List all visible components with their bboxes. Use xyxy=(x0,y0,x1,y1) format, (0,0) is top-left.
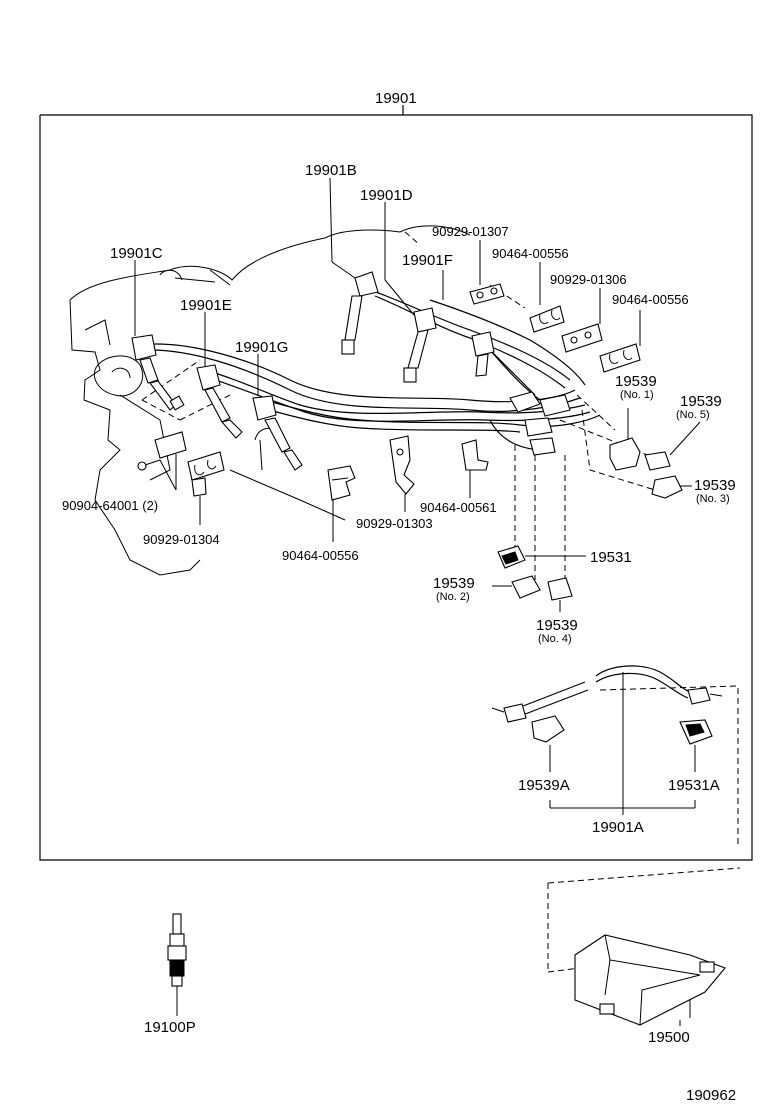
clamp-90929-01306 xyxy=(561,323,603,353)
label-19901a: 19901A xyxy=(592,819,644,836)
clamp-90464-00556-a xyxy=(529,305,565,333)
label-19100p: 19100P xyxy=(144,1019,196,1036)
label-19539-no3-sub: (No. 3) xyxy=(696,493,730,505)
label-90464-00556-a: 90464-00556 xyxy=(492,246,569,261)
label-19901: 19901 xyxy=(375,90,417,107)
boot-19539-no3 xyxy=(651,475,683,499)
label-90464-00556-b: 90464-00556 xyxy=(612,292,689,307)
label-19500: 19500 xyxy=(648,1029,690,1046)
cord-c-boot xyxy=(131,334,185,411)
label-19539-no1: 19539 xyxy=(615,373,657,390)
label-19539-no5: 19539 xyxy=(680,393,722,410)
boot-19531 xyxy=(497,545,526,569)
leader-lines xyxy=(134,177,701,1026)
clamp-90464-00561 xyxy=(461,439,489,471)
boot-19539-no2 xyxy=(511,575,541,599)
ignition-coil-icon xyxy=(574,934,726,1026)
label-19539-no3: 19539 xyxy=(694,477,736,494)
coil-side-connectors xyxy=(509,391,571,456)
guide-lines xyxy=(404,231,741,973)
clamp-90929-01304 xyxy=(187,451,225,497)
label-19539-no4-sub: (No. 4) xyxy=(538,633,572,645)
figure-number: 190962 xyxy=(686,1087,736,1104)
boot-19539-no4 xyxy=(547,577,573,601)
assembly-frame xyxy=(39,105,753,861)
boot-19539-no1 xyxy=(609,437,641,471)
cord-a xyxy=(491,665,723,723)
cord-b-boot xyxy=(341,271,379,355)
boot-19539a xyxy=(531,715,565,743)
cord-f-boot xyxy=(471,331,495,377)
cord-g-boot xyxy=(252,395,303,471)
label-90904-64001: 90904-64001 (2) xyxy=(62,498,158,513)
label-19901f: 19901F xyxy=(402,252,453,269)
label-19901c: 19901C xyxy=(110,245,163,262)
label-19901d: 19901D xyxy=(360,187,413,204)
clamp-90464-00556-b xyxy=(599,343,641,373)
clamp-90904-64001 xyxy=(137,431,187,471)
label-90464-00561: 90464-00561 xyxy=(420,500,497,515)
cord-d-boot xyxy=(403,307,437,383)
label-90929-01303: 90929-01303 xyxy=(356,516,433,531)
label-19531a: 19531A xyxy=(668,777,720,794)
label-19901b: 19901B xyxy=(305,162,357,179)
label-19531: 19531 xyxy=(590,549,632,566)
label-19539-no1-sub: (No. 1) xyxy=(620,389,654,401)
label-90929-01307: 90929-01307 xyxy=(432,224,509,239)
boot-19539-no5 xyxy=(644,451,671,471)
label-90929-01304: 90929-01304 xyxy=(143,532,220,547)
clamp-90464-00556-c xyxy=(327,465,356,501)
label-19539-no5-sub: (No. 5) xyxy=(676,409,710,421)
label-90929-01306: 90929-01306 xyxy=(550,272,627,287)
label-90464-00556-c: 90464-00556 xyxy=(282,548,359,563)
label-19901g: 19901G xyxy=(235,339,288,356)
label-19539-no2-sub: (No. 2) xyxy=(436,591,470,603)
clamp-90929-01303 xyxy=(389,435,415,495)
label-19901e: 19901E xyxy=(180,297,232,314)
spark-plug-icon xyxy=(167,913,187,1012)
boot-19531a xyxy=(679,719,713,745)
label-19539-no4: 19539 xyxy=(536,617,578,634)
clamp-90929-01307 xyxy=(469,283,505,305)
label-19539a: 19539A xyxy=(518,777,570,794)
label-19539-no2: 19539 xyxy=(433,575,475,592)
cord-e-boot xyxy=(196,364,243,439)
